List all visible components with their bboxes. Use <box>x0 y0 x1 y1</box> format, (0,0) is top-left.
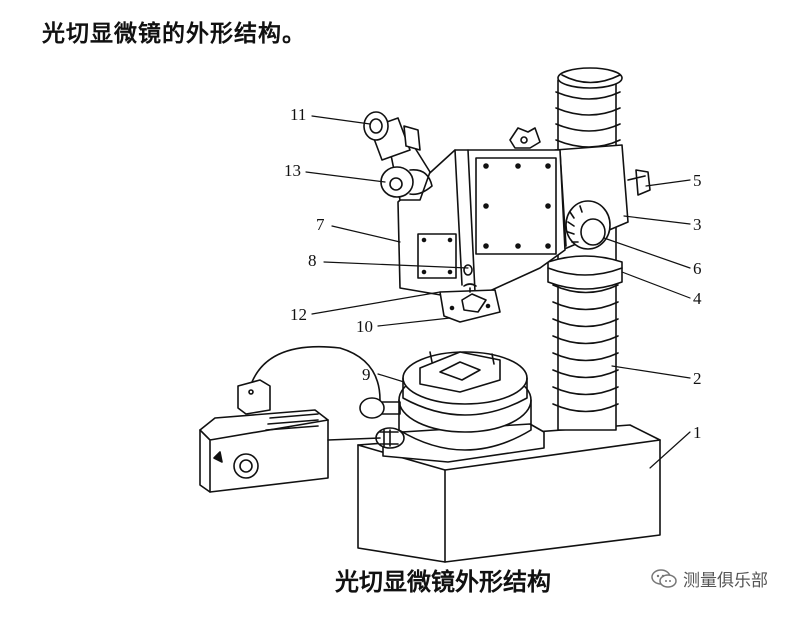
label-3: 3 <box>693 215 702 234</box>
wechat-icon <box>651 568 677 588</box>
eyepiece-assembly <box>363 111 433 201</box>
label-12: 12 <box>290 305 307 324</box>
microscope-head <box>397 127 566 323</box>
page-title: 光切显微镜的外形结构。 <box>42 20 306 47</box>
column <box>547 67 623 431</box>
label-9: 9 <box>362 365 371 384</box>
column-carriage <box>554 144 651 251</box>
figure-caption: 光切显微镜外形结构 <box>335 567 551 596</box>
label-8: 8 <box>308 251 317 270</box>
label-5: 5 <box>693 171 702 190</box>
watermark-text: 测量俱乐部 <box>683 571 768 591</box>
label-1: 1 <box>693 423 702 442</box>
part-labels: 11 13 7 8 12 10 9 5 3 6 4 2 1 <box>284 105 702 442</box>
label-4: 4 <box>693 289 702 308</box>
label-11: 11 <box>290 105 306 124</box>
power-supply <box>199 345 381 493</box>
label-7: 7 <box>316 215 325 234</box>
label-10: 10 <box>356 317 373 336</box>
watermark: 测量俱乐部 <box>651 566 768 591</box>
label-13: 13 <box>284 161 301 180</box>
stage <box>359 351 545 463</box>
label-6: 6 <box>693 259 702 278</box>
label-2: 2 <box>693 369 702 388</box>
leader-lines <box>305 115 691 469</box>
